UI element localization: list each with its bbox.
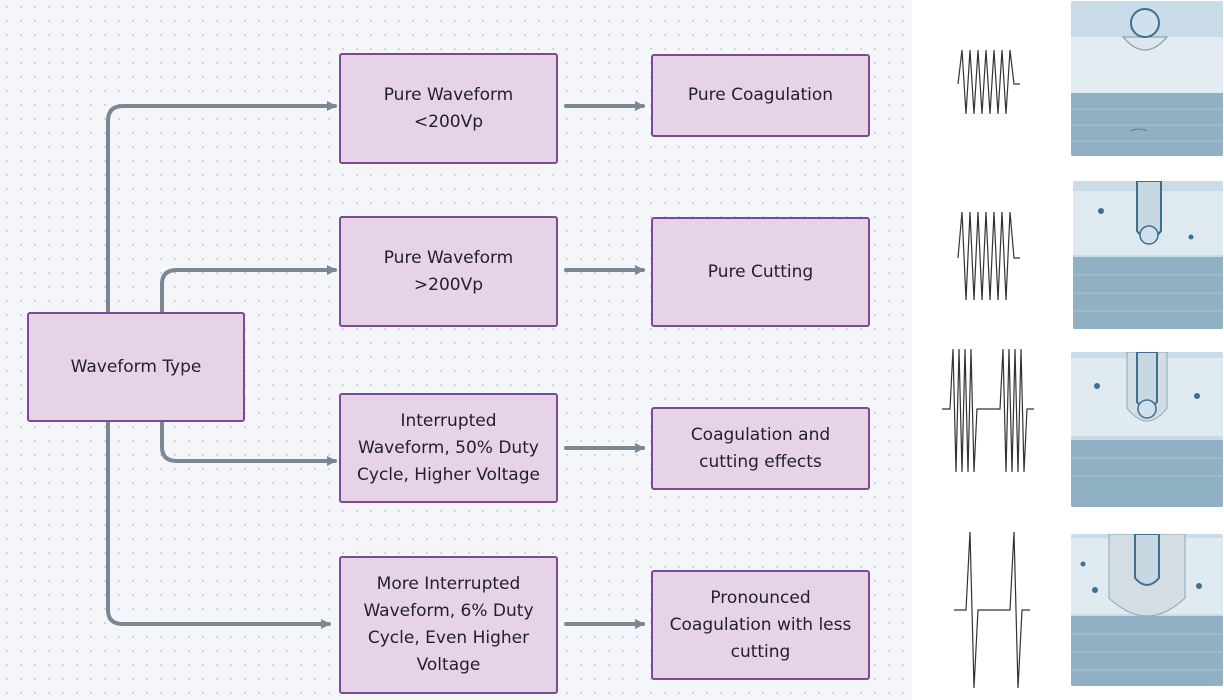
wide-coagulation-margin-icon bbox=[1071, 534, 1223, 686]
pronounced-coagulation-node: Pronounced Coagulation with less cutting bbox=[651, 570, 870, 680]
connector-root-to-row2 bbox=[160, 265, 337, 314]
pure-coagulation-node: Pure Coagulation bbox=[651, 54, 870, 137]
cut-with-coagulation-margin-icon bbox=[1071, 352, 1223, 507]
diagram-canvas: Waveform Type Pure Waveform <200Vp Pure … bbox=[0, 0, 912, 700]
waveform-type-node: Waveform Type bbox=[27, 312, 245, 422]
connectors bbox=[106, 101, 645, 629]
connector-root-to-row1 bbox=[106, 101, 337, 314]
interrupted-waveform-6-node: More Interrupted Waveform, 6% Duty Cycle… bbox=[339, 556, 558, 694]
deep-clean-cut-tissue-icon bbox=[1073, 181, 1223, 329]
continuous-sine-wave-icon bbox=[957, 49, 1020, 115]
spike-wave-icon bbox=[954, 531, 1030, 689]
coagulation-and-cutting-node: Coagulation and cutting effects bbox=[651, 407, 870, 490]
interrupted-waveform-50-node: Interrupted Waveform, 50% Duty Cycle, Hi… bbox=[339, 393, 558, 503]
pure-waveform-high-voltage-node: Pure Waveform >200Vp bbox=[339, 216, 558, 327]
connector-root-to-row3 bbox=[160, 420, 337, 466]
burst-wave-icon bbox=[942, 348, 1034, 473]
connector-root-to-row4 bbox=[106, 420, 331, 629]
shallow-coagulation-tissue-icon bbox=[1071, 1, 1223, 156]
pure-cutting-node: Pure Cutting bbox=[651, 217, 870, 327]
pure-waveform-low-voltage-node: Pure Waveform <200Vp bbox=[339, 53, 558, 164]
continuous-sine-wave-icon bbox=[957, 211, 1020, 301]
